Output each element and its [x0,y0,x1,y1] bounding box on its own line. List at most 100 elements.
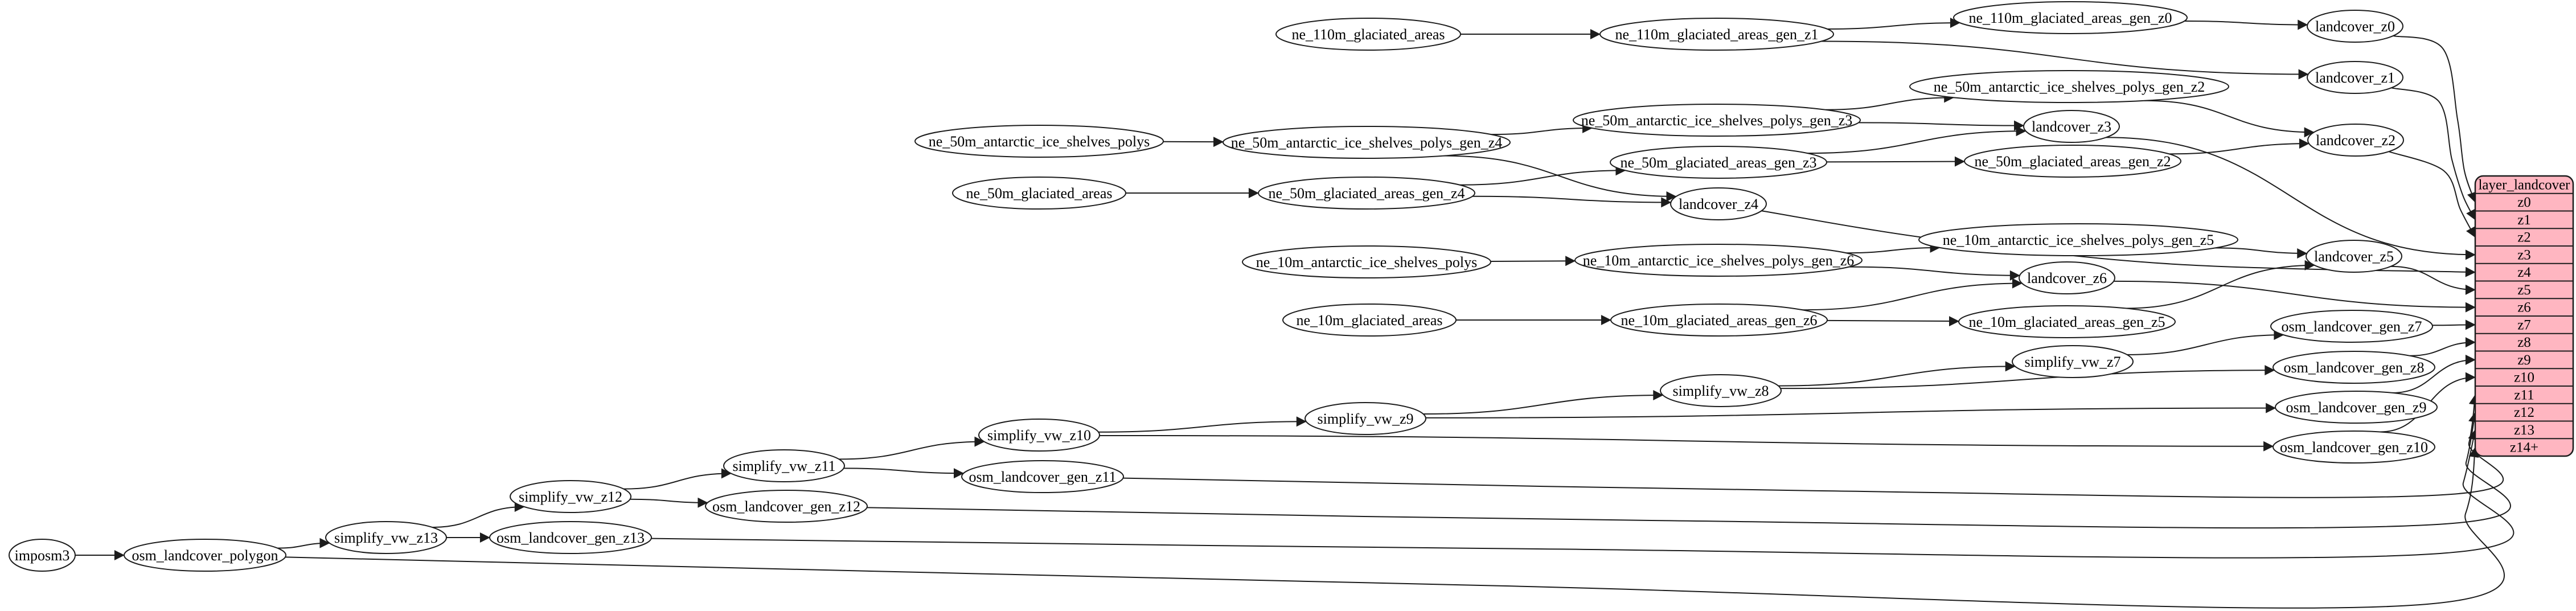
node-ellipse [1573,104,1861,137]
node-simplify_vw_z12: simplify_vw_z12 [510,480,631,513]
edge-osm_landcover_gen_z12-to-row-z12 [867,412,2511,529]
node-ne_50m_glaciated_areas_gen_z3: ne_50m_glaciated_areas_gen_z3 [1610,146,1827,179]
node-ne_50m_antarctic_ice_shelves_polys_gen_z4: ne_50m_antarctic_ice_shelves_polys_gen_z… [1223,126,1511,159]
edge-osm_landcover_gen_z11-to-row-z11 [1123,394,2504,498]
node-ellipse [2273,430,2435,464]
node-ne_110m_glaciated_areas_gen_z1: ne_110m_glaciated_areas_gen_z1 [1599,18,1834,51]
table-row-z5: z5 [2517,282,2531,298]
node-label: osm_landcover_gen_z8 [2284,359,2425,376]
node-landcover_z6: landcover_z6 [2019,261,2115,294]
node-landcover_z1: landcover_z1 [2307,61,2403,94]
node-ne_50m_antarctic_ice_shelves_polys: ne_50m_antarctic_ice_shelves_polys [914,125,1164,158]
node-landcover_z0: landcover_z0 [2307,10,2403,43]
node-landcover_z5: landcover_z5 [2306,240,2402,273]
node-label: ne_50m_antarctic_ice_shelves_polys [929,133,1150,150]
edge-ne_10m_antarctic_ice_shelves_polys_gen_z6-to-ne_10m_antarctic_ice_shelves_polys_gen_z5 [1846,242,1941,254]
node-ellipse [510,480,631,513]
node-ellipse [1574,244,1863,277]
node-ellipse [705,490,868,523]
node-label: ne_110m_glaciated_areas [1291,26,1445,43]
node-label: imposm3 [15,547,70,564]
edge-simplify_vw_z12-to-simplify_vw_z11 [624,468,732,490]
node-ne_50m_antarctic_ice_shelves_polys_gen_z3: ne_50m_antarctic_ice_shelves_polys_gen_z… [1573,104,1861,137]
node-ellipse [1660,374,1782,407]
edge-ne_50m_glaciated_areas_gen_z3-to-landcover_z3 [1807,126,2027,154]
node-simplify_vw_z8: simplify_vw_z8 [1660,374,1782,407]
node-ellipse [2275,391,2438,424]
node-ellipse [1918,223,2238,256]
edge-landcover_z1-to-row-z1 [2391,87,2476,220]
node-label: osm_landcover_gen_z7 [2282,318,2422,335]
node-label: osm_landcover_polygon [132,547,278,564]
node-label: ne_50m_glaciated_areas_gen_z4 [1268,185,1465,202]
node-ellipse [325,521,447,554]
table-row-z9: z9 [2517,352,2531,368]
node-ellipse [9,539,76,572]
node-ellipse [1953,1,2188,34]
edge-osm_landcover_polygon-to-row-z14+ [285,446,2505,609]
node-label: osm_landcover_gen_z12 [712,498,860,515]
node-simplify_vw_z7: simplify_vw_z7 [2012,345,2134,378]
edge-ne_50m_antarctic_ice_shelves_polys_gen_z3-to-landcover_z3 [1858,120,2025,131]
node-label: simplify_vw_z12 [519,489,622,505]
node-ellipse [1223,126,1511,159]
table-row-z3: z3 [2517,247,2531,263]
node-ellipse [1909,70,2229,103]
node-ellipse [978,419,1100,452]
node-ne_110m_glaciated_areas_gen_z0: ne_110m_glaciated_areas_gen_z0 [1953,1,2188,34]
node-osm_landcover_gen_z7: osm_landcover_gen_z7 [2270,310,2433,343]
edge-ne_50m_antarctic_ice_shelves_polys_gen_z4-to-landcover_z4 [1443,155,1677,202]
node-ellipse [2307,124,2404,157]
node-ellipse [1958,305,2176,338]
node-ellipse [2023,110,2120,143]
edge-simplify_vw_z8-to-osm_landcover_gen_z8 [1780,365,2275,389]
node-label: simplify_vw_z11 [732,458,835,474]
edge-simplify_vw_z11-to-simplify_vw_z10 [839,436,985,460]
node-label: landcover_z6 [2027,270,2107,286]
node-osm_landcover_polygon: osm_landcover_polygon [124,539,286,572]
node-simplify_vw_z11: simplify_vw_z11 [723,449,845,482]
edge-simplify_vw_z9-to-osm_landcover_gen_z9 [1425,403,2276,419]
node-ellipse [723,449,845,482]
node-label: ne_50m_antarctic_ice_shelves_polys_gen_z… [1231,134,1503,151]
node-ne_10m_antarctic_ice_shelves_polys: ne_10m_antarctic_ice_shelves_polys [1242,245,1491,278]
node-ellipse [1275,18,1461,51]
node-label: ne_110m_glaciated_areas_gen_z0 [1968,10,2172,26]
node-ne_50m_glaciated_areas_gen_z4: ne_50m_glaciated_areas_gen_z4 [1258,177,1475,210]
table-row-z1: z1 [2517,212,2531,228]
node-ne_50m_glaciated_areas: ne_50m_glaciated_areas [952,177,1126,210]
node-osm_landcover_gen_z9: osm_landcover_gen_z9 [2275,391,2438,424]
edge-simplify_vw_z10-to-osm_landcover_gen_z10 [1099,434,2274,452]
node-osm_landcover_gen_z12: osm_landcover_gen_z12 [705,490,868,523]
node-label: ne_50m_antarctic_ice_shelves_polys_gen_z… [1934,79,2205,95]
node-ellipse [2012,345,2134,378]
node-ne_10m_antarctic_ice_shelves_polys_gen_z5: ne_10m_antarctic_ice_shelves_polys_gen_z… [1918,223,2238,256]
edge-ne_110m_glaciated_areas_gen_z0-to-landcover_z0 [2184,19,2308,30]
node-label: landcover_z3 [2032,118,2111,135]
edge-simplify_vw_z8-to-simplify_vw_z7 [1778,361,2016,387]
node-label: ne_10m_glaciated_areas_gen_z5 [1968,314,2165,330]
table-row-z14+: z14+ [2510,440,2538,456]
node-label: landcover_z0 [2315,18,2395,35]
node-simplify_vw_z10: simplify_vw_z10 [978,419,1100,452]
nodes-layer: imposm3 osm_landcover_polygon simplify_vw_… [9,1,2438,572]
edge-simplify_vw_z9-to-simplify_vw_z8 [1423,389,1664,415]
node-label: landcover_z4 [1679,196,1758,212]
table-row-z12: z12 [2514,405,2534,420]
table-row-z0: z0 [2517,195,2531,210]
node-ellipse [2273,351,2435,384]
node-ellipse [1610,304,1828,337]
node-label: simplify_vw_z9 [1318,411,1414,427]
edge-ne_10m_antarctic_ice_shelves_polys_gen_z6-to-landcover_z6 [1849,266,2020,281]
node-ellipse [2019,261,2115,294]
node-osm_landcover_gen_z10: osm_landcover_gen_z10 [2273,430,2435,464]
node-label: ne_110m_glaciated_areas_gen_z1 [1615,26,1818,43]
node-label: ne_10m_antarctic_ice_shelves_polys [1256,254,1477,270]
edge-ne_50m_glaciated_areas_gen_z2-to-landcover_z2 [2169,138,2310,155]
node-label: landcover_z1 [2315,69,2395,86]
node-label: ne_10m_glaciated_areas_gen_z6 [1621,312,1817,329]
node-ne_10m_antarctic_ice_shelves_polys_gen_z6: ne_10m_antarctic_ice_shelves_polys_gen_z… [1574,244,1863,277]
node-label: landcover_z5 [2314,248,2394,265]
node-simplify_vw_z9: simplify_vw_z9 [1305,402,1426,435]
